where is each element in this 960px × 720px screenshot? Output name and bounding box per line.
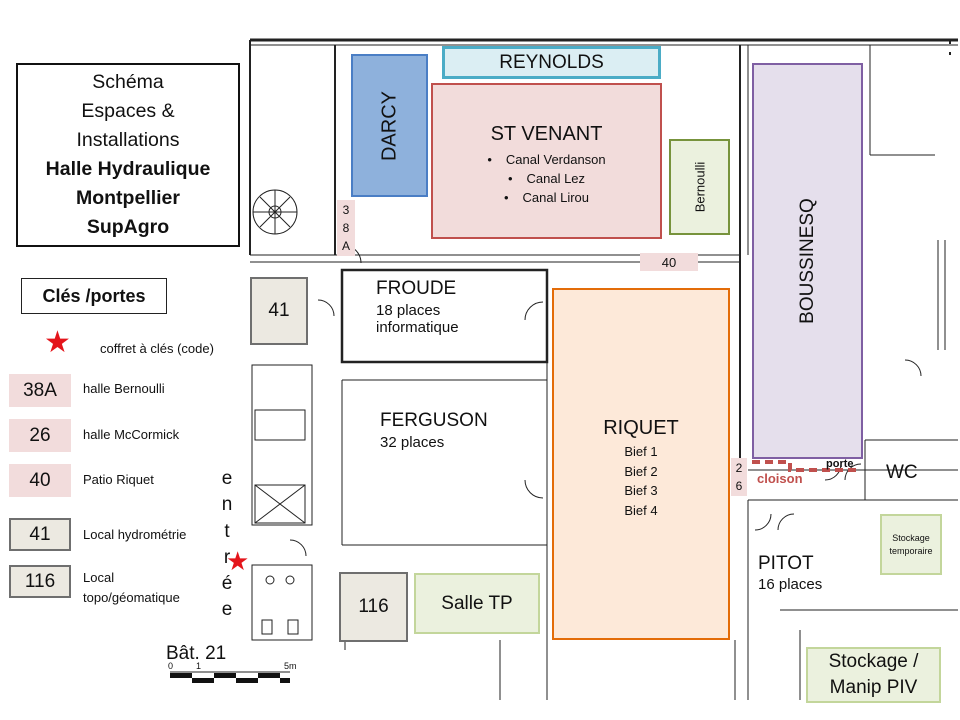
st-venant-canal-list: Canal Verdanson Canal Lez Canal Lirou	[433, 150, 660, 207]
room-froude-type: informatique	[376, 319, 459, 336]
bief-item: Bief 3	[624, 483, 658, 498]
room-pitot-capacity: 16 places	[758, 576, 823, 593]
legend-code-41: 41	[9, 518, 71, 551]
door-26-char: 2	[735, 461, 743, 475]
door-41: 41	[250, 277, 308, 345]
door-40: 40	[640, 253, 698, 271]
canal-item: Canal Lez	[433, 169, 660, 188]
canal-item: Canal Lirou	[433, 188, 660, 207]
entrance-letter: e	[221, 468, 233, 489]
room-stockage-piv: Stockage / Manip PIV	[806, 647, 941, 703]
room-salle-tp-label: Salle TP	[441, 592, 513, 614]
bief-item: Bief 2	[624, 463, 658, 479]
door-38a-char: 8	[342, 221, 350, 235]
door-38a-char: 3	[342, 203, 350, 217]
legend-label-38a: halle Bernoulli	[83, 381, 165, 396]
title-line-2: Espaces &	[81, 100, 175, 122]
room-bernoulli: Bernoulli	[669, 139, 730, 235]
room-ferguson-label: FERGUSON	[380, 410, 488, 431]
riquet-bief-list: Bief 1 Bief 2 Bief 3 Bief 4	[554, 442, 728, 520]
legend-label-116-line2: topo/géomatique	[83, 590, 180, 605]
entrance-letter: r	[223, 546, 231, 568]
title-line-5: Montpellier	[75, 187, 180, 209]
room-boussinesq-label: BOUSSINESQ	[796, 198, 818, 324]
legend-label-41: Local hydrométrie	[83, 527, 187, 542]
door-41-label: 41	[268, 300, 290, 321]
porte-label: porte	[826, 458, 854, 470]
canal-item: Canal Verdanson	[433, 150, 660, 169]
room-froude-capacity: 18 places	[376, 302, 441, 319]
room-ferguson: FERGUSON 32 places	[380, 410, 540, 451]
door-40-label: 40	[661, 254, 677, 270]
title-line-1: Schéma	[92, 71, 164, 93]
room-pitot-label: PITOT	[758, 553, 814, 574]
scale-label-end: 5m	[284, 661, 297, 671]
bief-item: Bief 1	[624, 444, 658, 459]
legend-key-box-label: coffret à clés (code)	[100, 341, 214, 356]
door-116-label: 116	[358, 596, 389, 617]
entrance-label: e n t r é e	[218, 466, 236, 624]
room-reynolds-label: REYNOLDS	[499, 51, 604, 73]
entrance-letter: n	[221, 494, 233, 516]
room-salle-tp: Salle TP	[414, 573, 540, 634]
scale-label-start: 0	[168, 661, 174, 671]
room-ferguson-capacity: 32 places	[380, 434, 445, 451]
door-38a: 3 8 A	[337, 200, 355, 256]
door-38a-char: A	[341, 239, 350, 253]
room-froude: FROUDE 18 places informatique	[376, 278, 546, 336]
legend-code-40: 40	[9, 464, 71, 497]
key-box-star-icon: ★	[44, 326, 71, 359]
room-riquet-label: RIQUET	[603, 417, 679, 439]
door-26: 2 6	[731, 458, 747, 496]
room-bernoulli-label: Bernoulli	[692, 161, 707, 213]
building-label: Bât. 21	[166, 643, 227, 664]
room-riquet: RIQUET Bief 1 Bief 2 Bief 3 Bief 4	[552, 288, 730, 640]
scale-bar	[170, 671, 290, 683]
stockage-piv-line2: Manip PIV	[829, 677, 918, 698]
room-st-venant-label: ST VENANT	[490, 123, 603, 145]
map-title-box: Schéma Espaces & Installations Halle Hyd…	[16, 63, 240, 247]
room-reynolds: REYNOLDS	[442, 46, 661, 79]
title-line-6: SupAgro	[86, 216, 170, 238]
legend-label-26: halle McCormick	[83, 427, 180, 442]
legend-code-38a: 38A	[9, 374, 71, 407]
room-boussinesq: BOUSSINESQ	[752, 63, 863, 459]
room-darcy: DARCY	[351, 54, 428, 197]
stockage-temp-line1: Stockage	[892, 532, 930, 543]
door-26-char: 6	[735, 479, 743, 493]
key-box-location-star-icon: ★	[226, 546, 250, 576]
title-line-4: Halle Hydraulique	[45, 158, 211, 180]
stockage-temp-line2: temporaire	[889, 545, 933, 556]
legend-label-116-line1: Local	[83, 570, 115, 585]
entrance-letter: e	[221, 599, 233, 621]
entrance-letter: t	[224, 520, 230, 542]
legend-label-116: Local topo/géomatique	[83, 568, 180, 608]
bief-item: Bief 4	[624, 502, 658, 518]
legend-heading: Clés /portes	[21, 278, 167, 314]
door-116: 116	[339, 572, 408, 642]
room-pitot: PITOT 16 places	[758, 553, 868, 593]
cloison-label: cloison	[757, 471, 803, 486]
title-line-3: Installations	[76, 129, 180, 151]
room-darcy-label: DARCY	[378, 90, 400, 161]
entrance-letter: é	[221, 573, 233, 595]
room-stockage-temporaire: Stockage temporaire	[880, 514, 942, 575]
room-froude-label: FROUDE	[376, 278, 457, 299]
stockage-piv-line1: Stockage /	[828, 651, 919, 672]
legend-code-26: 26	[9, 419, 71, 452]
room-wc-label: WC	[886, 462, 918, 483]
legend-code-116: 116	[9, 565, 71, 598]
room-st-venant: ST VENANT Canal Verdanson Canal Lez Cana…	[431, 83, 662, 239]
legend-label-40: Patio Riquet	[83, 472, 154, 487]
scale-label-mid: 1	[196, 661, 202, 671]
